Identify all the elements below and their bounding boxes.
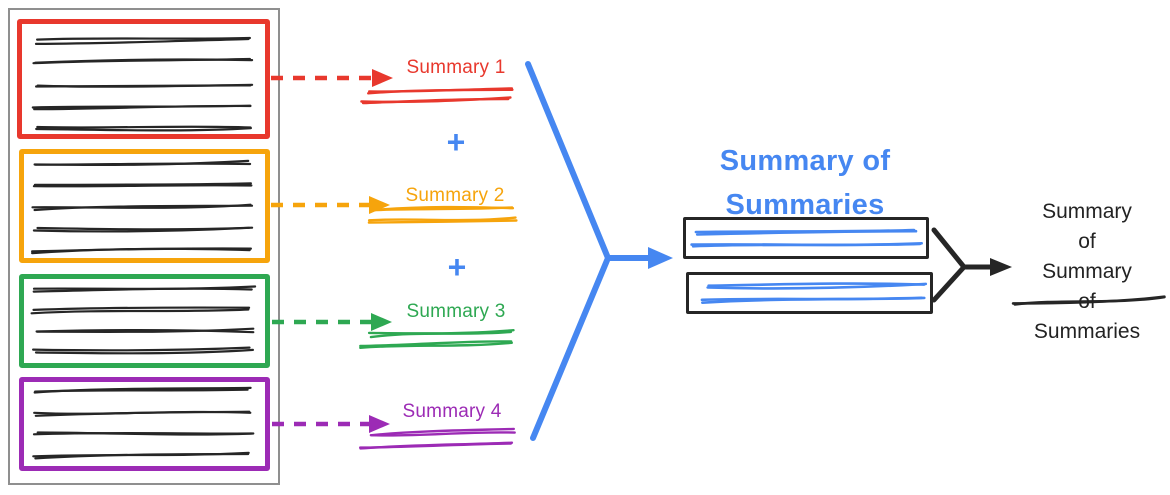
merge-arrow xyxy=(605,247,673,269)
reduce-bracket xyxy=(931,227,1012,303)
summary-of-summaries-box-1 xyxy=(683,217,929,259)
plus-sign-2: + xyxy=(447,249,467,285)
summary-of-summaries-title: Summary of Summaries xyxy=(719,145,891,221)
document-box-1 xyxy=(17,19,270,139)
document-4-arrow xyxy=(272,415,390,433)
summary-3-text-scribble xyxy=(359,329,515,349)
document-box-4 xyxy=(19,377,270,471)
final-summary-label: Summary of Summary of Summaries xyxy=(1033,200,1141,343)
summary-1-label: Summary 1 xyxy=(406,57,506,78)
document-3-arrow xyxy=(272,313,392,331)
summary-1-text-scribble xyxy=(360,87,514,105)
document-1-arrow xyxy=(271,69,393,87)
documents-container-box xyxy=(8,8,280,485)
summary-2-label: Summary 2 xyxy=(405,185,505,206)
merge-lines xyxy=(525,61,611,441)
summary-of-summaries-box-2 xyxy=(686,272,933,314)
summary-3-label: Summary 3 xyxy=(406,301,506,322)
document-box-3 xyxy=(19,274,270,368)
summary-4-text-scribble xyxy=(359,427,516,450)
plus-sign-1: + xyxy=(446,124,466,160)
summary-2-text-scribble xyxy=(367,205,518,224)
document-2-arrow xyxy=(271,196,390,214)
document-box-2 xyxy=(19,149,270,263)
summary-4-label: Summary 4 xyxy=(402,401,502,422)
